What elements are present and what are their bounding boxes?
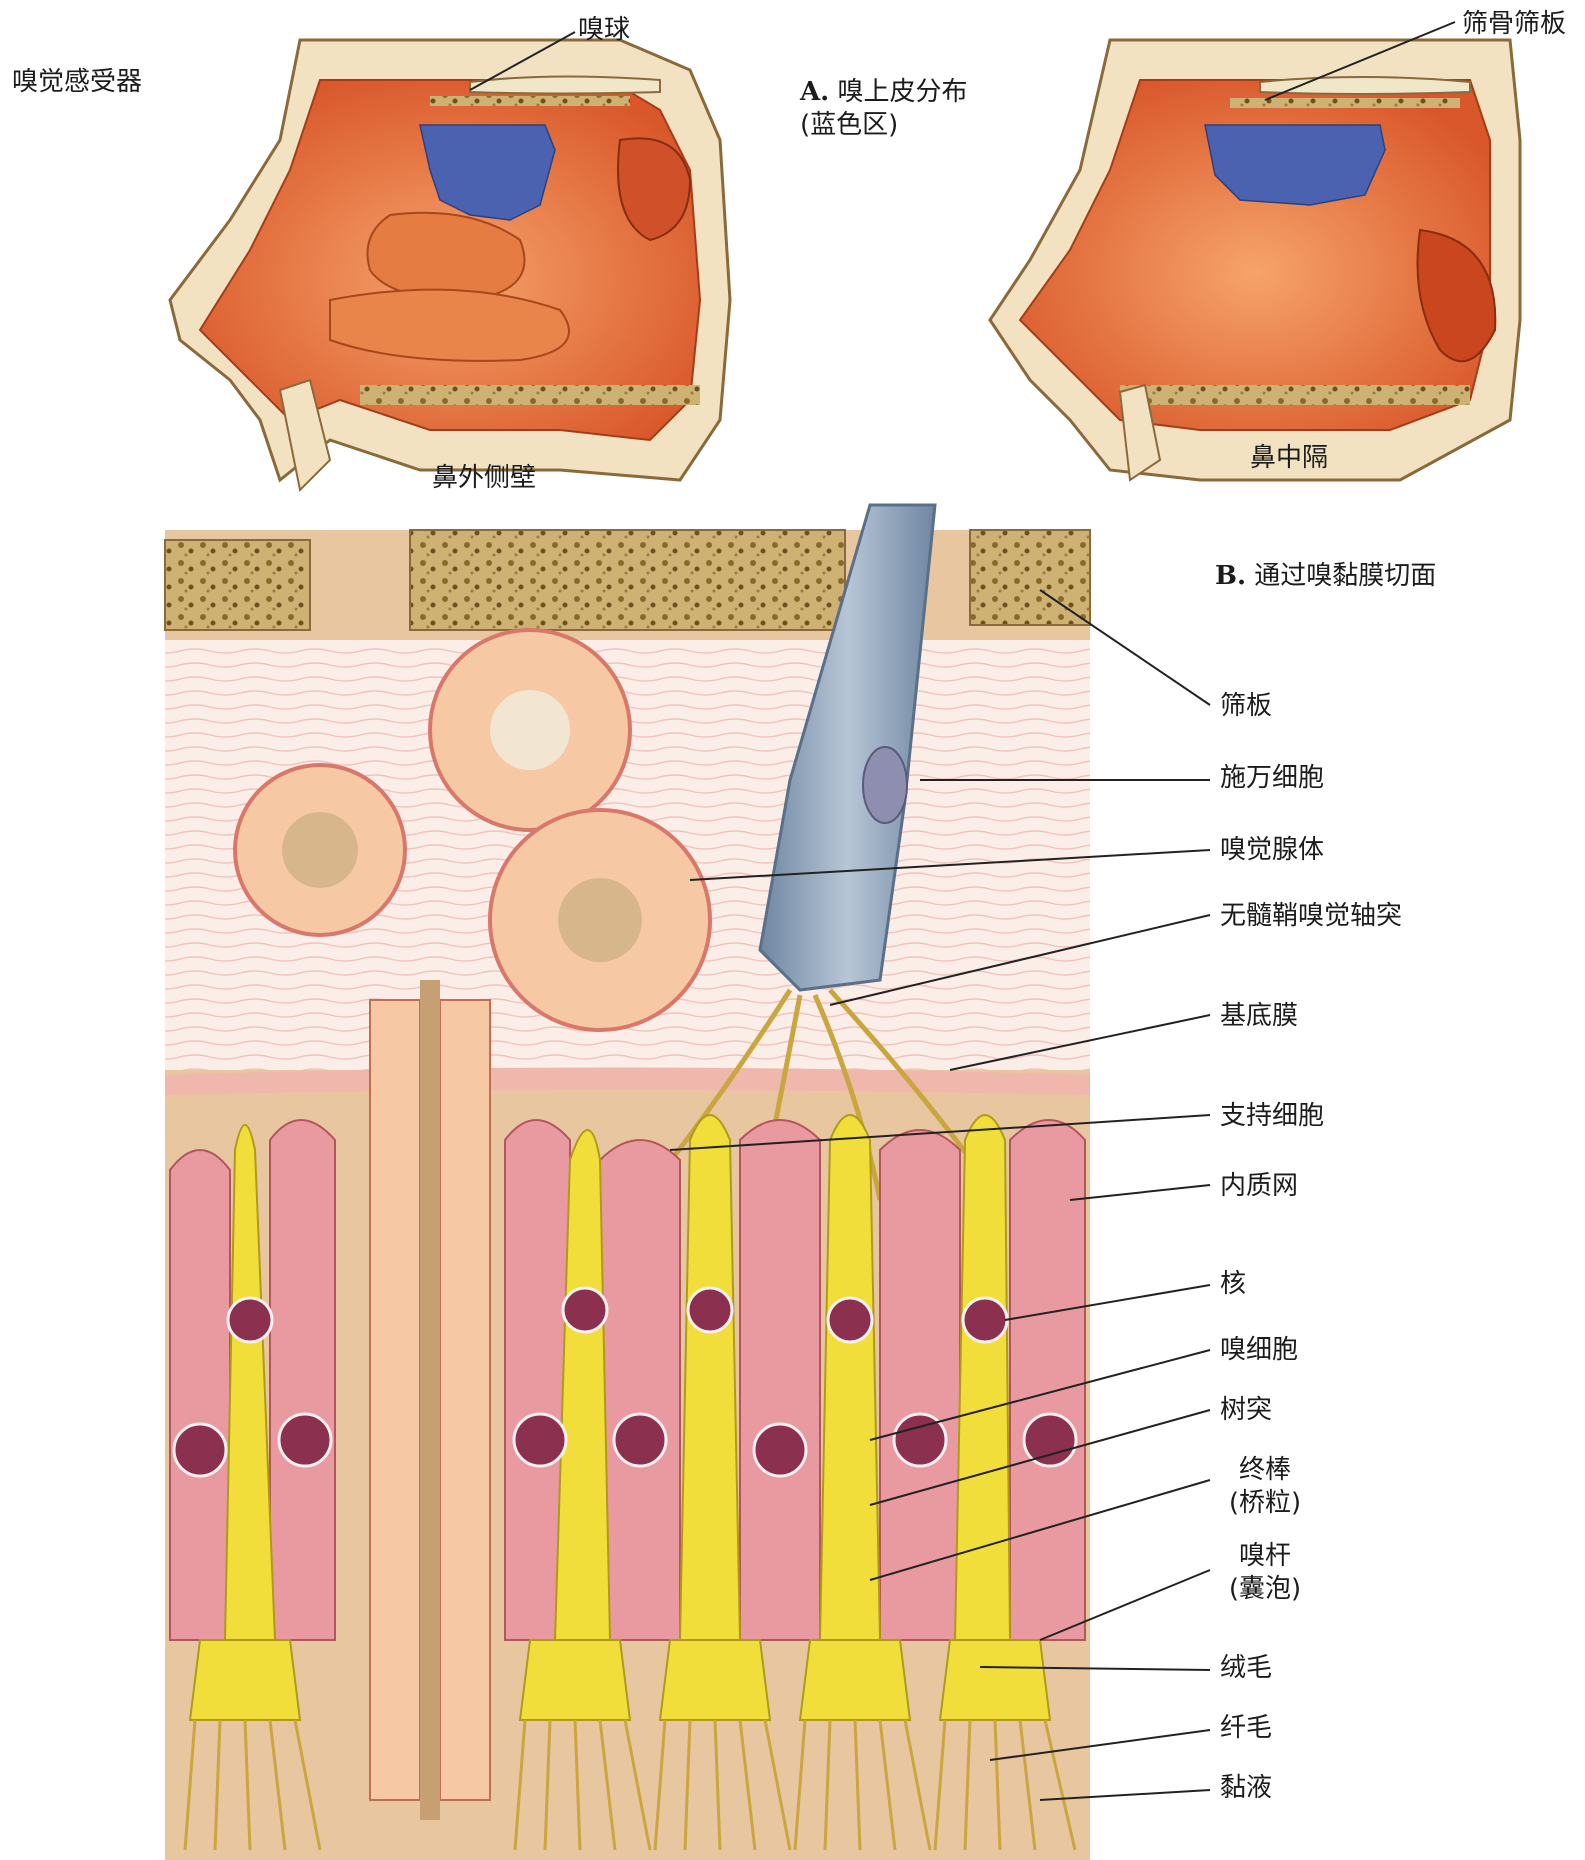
label-cribriform-plate-top: 筛骨筛板 — [1462, 8, 1566, 41]
cribriform-plate-middle — [410, 530, 845, 630]
label-olfactory-gland: 嗅觉腺体 — [1220, 834, 1324, 867]
panel-a-caption: A. 嗅上皮分布 (蓝色区) — [800, 76, 968, 141]
label-cilia: 纤毛 — [1220, 1712, 1272, 1745]
label-basement-membrane: 基底膜 — [1220, 1000, 1298, 1033]
panel-b-caption-text: 通过嗅黏膜切面 — [1254, 561, 1436, 591]
olfactory-bulb — [470, 76, 660, 93]
caption-lateral-wall: 鼻外侧壁 — [432, 462, 536, 495]
label-endoplasmic-reticulum: 内质网 — [1220, 1170, 1298, 1203]
figure-title: 嗅觉感受器 — [12, 66, 142, 99]
label-olfactory-rod-line2: (囊泡) — [1229, 1574, 1301, 1604]
cribriform-plate-left — [165, 540, 310, 630]
panel-b-letter: B. — [1215, 561, 1246, 591]
section-figure — [165, 505, 1090, 1860]
panel-b-caption: B. 通过嗅黏膜切面 — [1215, 560, 1436, 593]
label-cribriform: 筛板 — [1220, 690, 1272, 723]
panel-a-caption-line2: (蓝色区) — [800, 110, 898, 140]
caption-septum: 鼻中隔 — [1250, 442, 1328, 475]
olfactory-epithelium-septum — [1205, 125, 1385, 205]
label-olfactory-rod: 嗅杆 (囊泡) — [1210, 1540, 1320, 1605]
septum-figure — [990, 40, 1520, 480]
label-microvilli: 绒毛 — [1220, 1652, 1272, 1685]
label-supporting-cell: 支持细胞 — [1220, 1100, 1324, 1133]
schwann-cell-nucleus — [863, 747, 907, 823]
label-terminal-bar-line1: 终棒 — [1239, 1455, 1291, 1485]
label-olfactory-bulb: 嗅球 — [578, 14, 630, 47]
epithelium-cells — [170, 1115, 1085, 1640]
label-terminal-bar: 终棒 (桥粒) — [1210, 1454, 1320, 1519]
panel-a-caption-line1: 嗅上皮分布 — [838, 77, 968, 107]
label-olfactory-cell: 嗅细胞 — [1220, 1334, 1298, 1367]
label-nucleus: 核 — [1220, 1268, 1246, 1301]
label-terminal-bar-line2: (桥粒) — [1229, 1488, 1301, 1518]
label-mucus: 黏液 — [1220, 1772, 1272, 1805]
panel-a-letter: A. — [800, 77, 829, 107]
label-olfactory-rod-line1: 嗅杆 — [1239, 1541, 1291, 1571]
label-schwann-cell: 施万细胞 — [1220, 762, 1324, 795]
label-dendrite: 树突 — [1220, 1394, 1272, 1427]
label-unmyelinated-axon: 无髓鞘嗅觉轴突 — [1220, 900, 1402, 933]
lateral-wall-figure — [170, 40, 730, 490]
